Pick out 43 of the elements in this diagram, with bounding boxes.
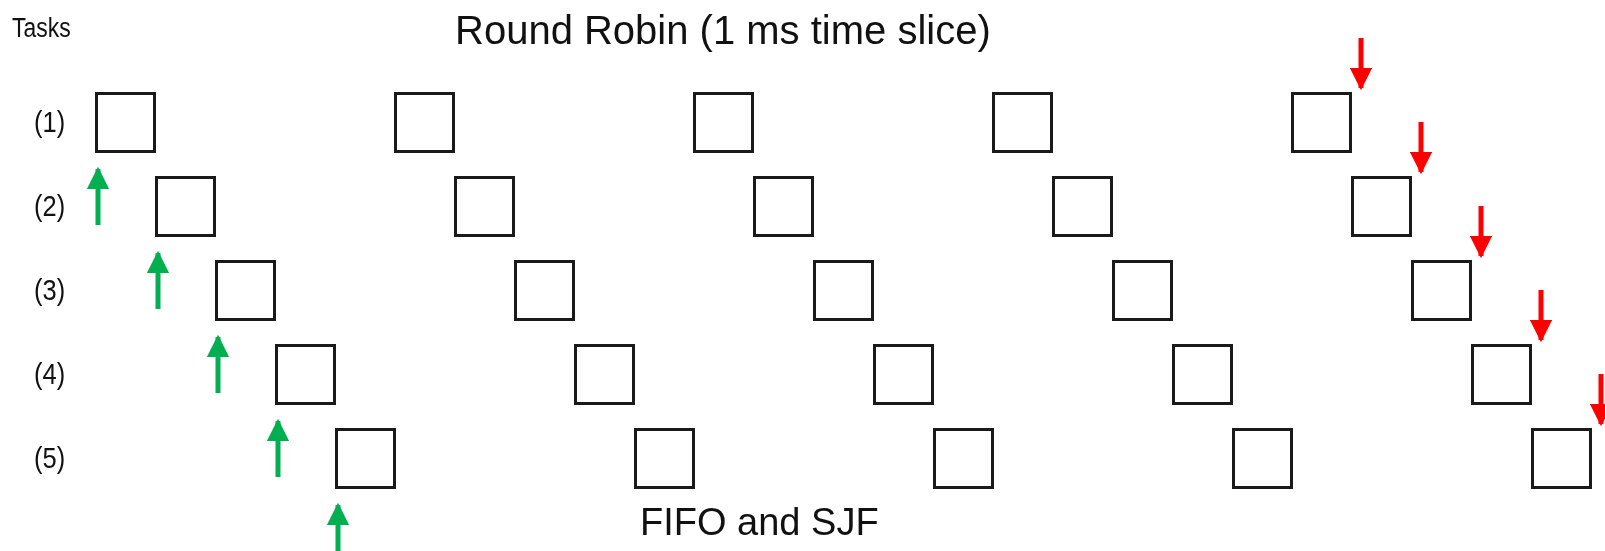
arrow bbox=[1349, 38, 1373, 91]
section-heading: FIFO and SJF bbox=[640, 502, 879, 544]
row-label: (4) bbox=[34, 357, 66, 390]
time-slice-box bbox=[1531, 428, 1592, 489]
time-slice-box bbox=[813, 260, 874, 321]
time-slice-box bbox=[1052, 176, 1113, 237]
row-label: (1) bbox=[34, 105, 66, 138]
time-slice-box bbox=[454, 176, 515, 237]
arrow bbox=[1469, 206, 1493, 259]
time-slice-box bbox=[933, 428, 994, 489]
time-slice-box bbox=[1172, 344, 1233, 405]
time-slice-box bbox=[95, 92, 156, 153]
arrow bbox=[1529, 290, 1553, 343]
time-slice-box bbox=[394, 92, 455, 153]
row-label: (2) bbox=[34, 189, 66, 222]
time-slice-box bbox=[1291, 92, 1352, 153]
time-slice-box bbox=[514, 260, 575, 321]
time-slice-box bbox=[155, 176, 216, 237]
time-slice-box bbox=[634, 428, 695, 489]
time-slice-box bbox=[1112, 260, 1173, 321]
arrow bbox=[206, 334, 230, 393]
time-slice-box bbox=[1411, 260, 1472, 321]
time-slice-box bbox=[1232, 428, 1293, 489]
time-slice-box bbox=[1471, 344, 1532, 405]
arrow bbox=[1589, 374, 1605, 427]
time-slice-box bbox=[275, 344, 336, 405]
time-slice-box bbox=[753, 176, 814, 237]
time-slice-box bbox=[335, 428, 396, 489]
axis-title: Tasks bbox=[12, 14, 71, 44]
time-slice-box bbox=[693, 92, 754, 153]
arrow bbox=[86, 166, 110, 225]
time-slice-box bbox=[873, 344, 934, 405]
row-label: (3) bbox=[34, 273, 66, 306]
time-slice-box bbox=[992, 92, 1053, 153]
time-slice-box bbox=[1351, 176, 1412, 237]
time-slice-box bbox=[215, 260, 276, 321]
arrow bbox=[146, 250, 170, 309]
arrow bbox=[266, 418, 290, 477]
diagram-title: Round Robin (1 ms time slice) bbox=[455, 8, 991, 52]
arrow bbox=[1409, 122, 1433, 175]
arrow bbox=[326, 502, 350, 551]
row-label: (5) bbox=[34, 441, 66, 474]
time-slice-box bbox=[574, 344, 635, 405]
